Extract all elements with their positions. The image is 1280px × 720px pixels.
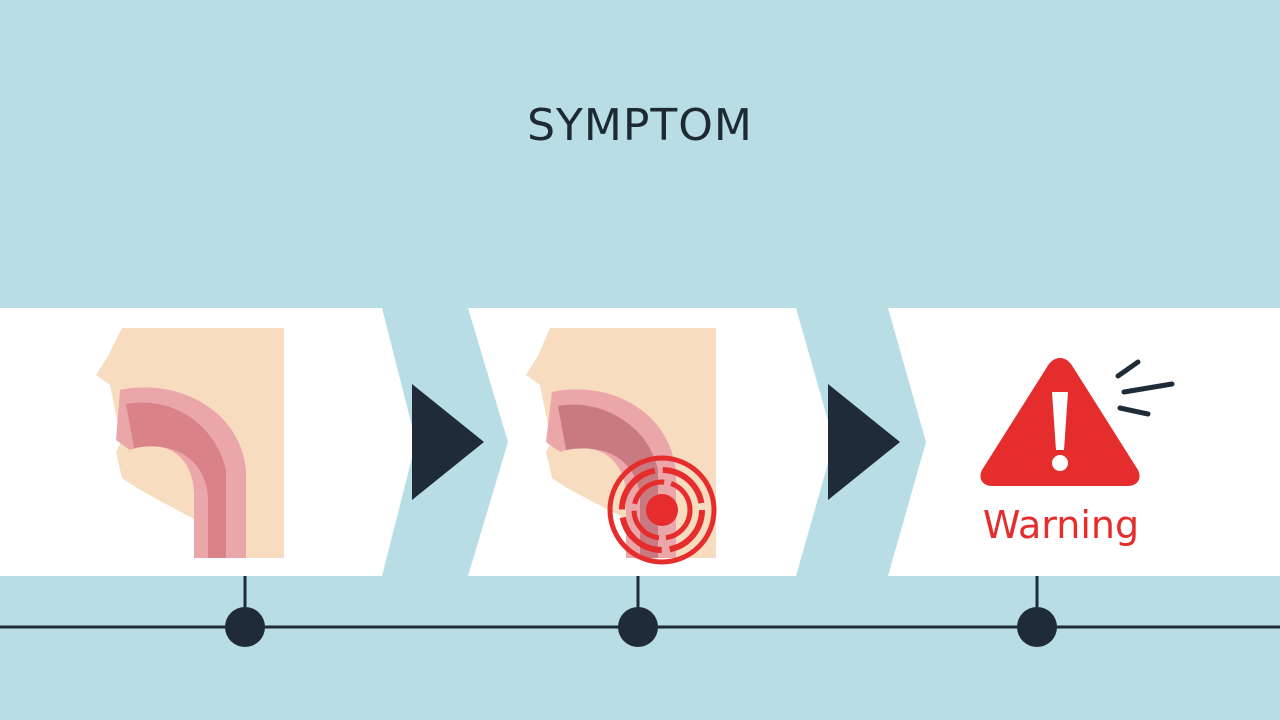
warning-triangle-icon <box>980 358 1140 486</box>
arrow-icon <box>828 384 900 500</box>
throat-pain-icon <box>526 328 717 565</box>
timeline-node <box>1017 607 1057 647</box>
throat-cross-section-icon <box>96 328 284 558</box>
warning-label: Warning <box>983 503 1139 547</box>
timeline <box>0 576 1280 647</box>
step-panel-warning: Warning <box>888 308 1280 576</box>
step-panel-normal-throat <box>0 308 416 576</box>
pain-ring-inner <box>631 479 693 541</box>
pain-ring-outer <box>607 455 717 565</box>
page-title: SYMPTOM <box>527 100 753 151</box>
pain-center-dot <box>646 494 678 526</box>
timeline-node <box>618 607 658 647</box>
alert-lines-icon <box>1115 359 1175 417</box>
pain-ring-middle <box>619 467 705 553</box>
timeline-node <box>225 607 265 647</box>
step-panel-sore-throat <box>468 308 834 576</box>
arrow-icon <box>412 384 484 500</box>
